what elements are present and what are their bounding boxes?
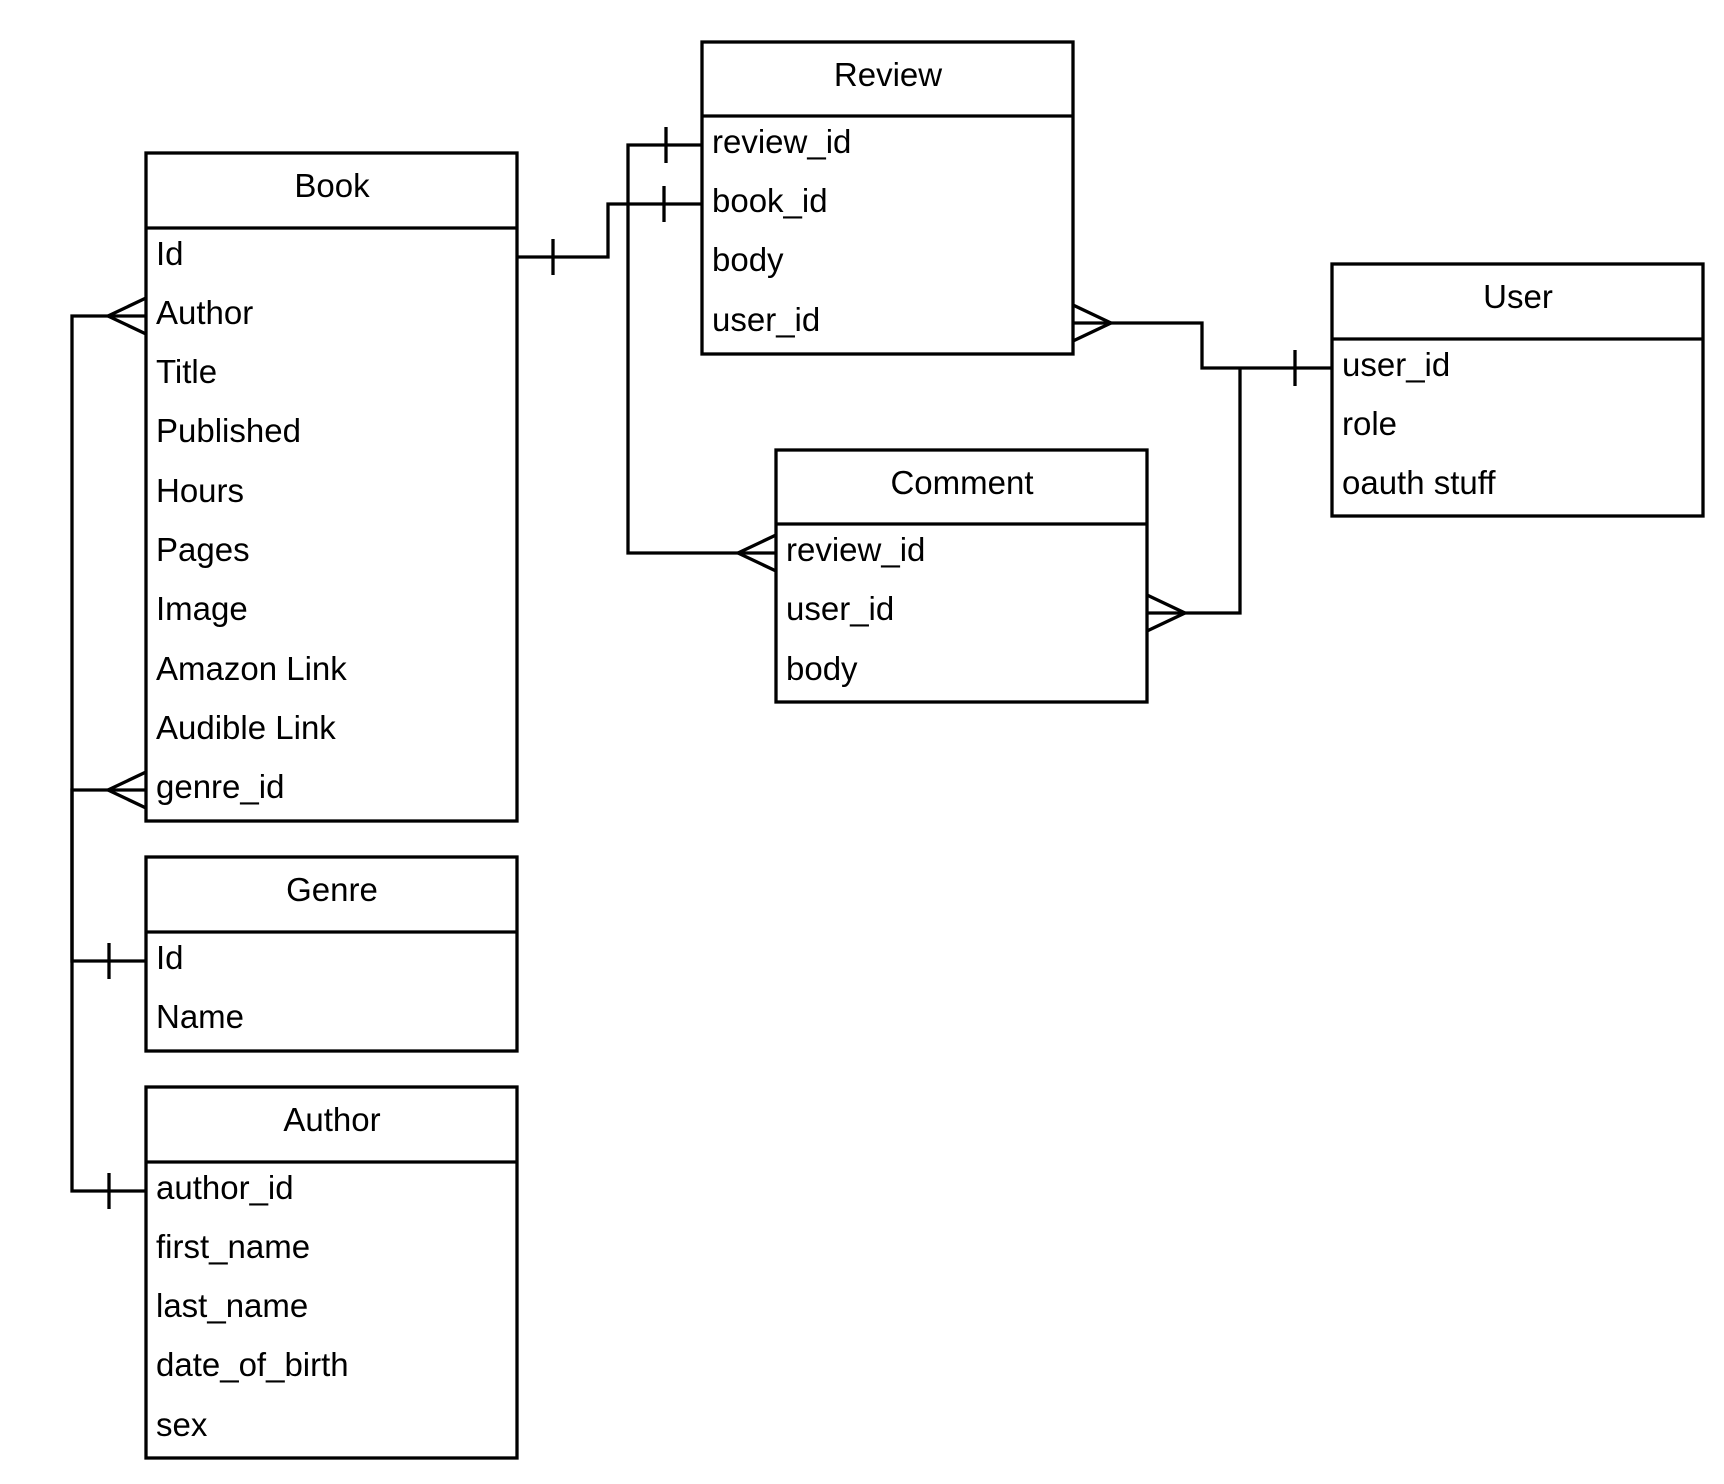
- connector-book-review: [517, 202, 702, 259]
- connector-book-genre: [70, 788, 146, 963]
- field-last-name: last_name: [156, 1287, 308, 1324]
- crows-foot-book-genre: [104, 770, 147, 810]
- field-first-name: first_name: [156, 1228, 310, 1265]
- entity-comment[interactable]: Comment review_id user_id body: [774, 448, 1149, 704]
- field-user-id: user_id: [712, 301, 820, 338]
- entity-box: [144, 151, 519, 823]
- field-author-id: author_id: [156, 1169, 294, 1206]
- entity-book[interactable]: Book Id Author Title Published Hours Pag…: [144, 151, 519, 823]
- crows-foot-comment-user: [1146, 593, 1189, 633]
- entity-title: Book: [294, 167, 370, 204]
- field-published: Published: [156, 412, 301, 449]
- entity-genre[interactable]: Genre Id Name: [144, 855, 519, 1053]
- entity-user[interactable]: User user_id role oauth stuff: [1330, 262, 1705, 518]
- crows-foot-comment-review: [734, 533, 777, 573]
- field-image: Image: [156, 590, 248, 627]
- field-oauth-stuff: oauth stuff: [1342, 464, 1496, 501]
- entity-title: Genre: [286, 871, 378, 908]
- entity-title: Review: [834, 56, 942, 93]
- field-id: Id: [156, 939, 184, 976]
- connector-book-author: [70, 314, 146, 1193]
- field-amazon-link: Amazon Link: [156, 650, 347, 687]
- field-body: body: [712, 241, 784, 278]
- connector-review-user: [1073, 321, 1332, 370]
- field-user-id: user_id: [786, 590, 894, 627]
- field-title: Title: [156, 353, 217, 390]
- entity-box: [144, 1085, 519, 1460]
- entity-box: [1330, 262, 1705, 518]
- field-book-id: book_id: [712, 182, 828, 219]
- field-name: Name: [156, 998, 244, 1035]
- field-author: Author: [156, 294, 253, 331]
- entity-review[interactable]: Review review_id book_id body user_id: [700, 40, 1075, 356]
- field-review-id: review_id: [712, 123, 851, 160]
- field-sex: sex: [156, 1406, 208, 1443]
- entity-box: [144, 855, 519, 1053]
- entity-title: User: [1483, 278, 1553, 315]
- crows-foot-book-author: [104, 296, 147, 336]
- cardinality-markers: [104, 127, 1297, 1209]
- field-pages: Pages: [156, 531, 250, 568]
- connector-comment-user: [1147, 368, 1242, 615]
- field-body: body: [786, 650, 858, 687]
- crows-foot-review-user: [1072, 303, 1115, 343]
- field-role: role: [1342, 405, 1397, 442]
- field-date-of-birth: date_of_birth: [156, 1346, 349, 1383]
- entity-box: [700, 40, 1075, 356]
- entity-title: Author: [283, 1101, 380, 1138]
- entity-title: Comment: [890, 464, 1033, 501]
- field-review-id: review_id: [786, 531, 925, 568]
- field-user-id: user_id: [1342, 346, 1450, 383]
- field-audible-link: Audible Link: [156, 709, 336, 746]
- field-genre-id: genre_id: [156, 768, 284, 805]
- entity-author[interactable]: Author author_id first_name last_name da…: [144, 1085, 519, 1460]
- field-id: Id: [156, 235, 184, 272]
- field-hours: Hours: [156, 472, 244, 509]
- entity-box: [774, 448, 1149, 704]
